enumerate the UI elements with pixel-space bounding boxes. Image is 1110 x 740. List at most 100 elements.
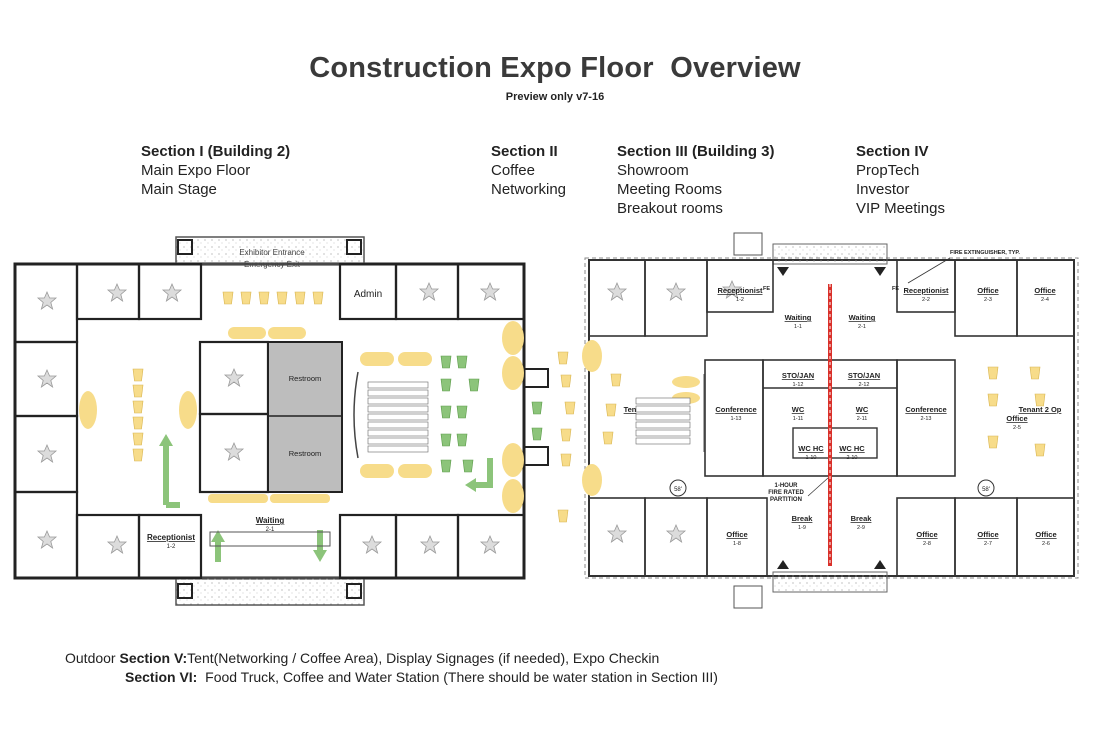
building-3-plan: 58' 58' FIRE EXTINGUISHER, TYP. FE FE Re… <box>582 232 1079 609</box>
section-line: PropTech <box>856 162 920 179</box>
booth-star-icon <box>37 291 57 310</box>
receptionist-number: 1-2 <box>167 544 176 550</box>
booth-star-icon <box>37 530 57 549</box>
room-label: Tenant 2 Op <box>1019 405 1062 414</box>
room-number: 2-5 <box>1013 425 1021 431</box>
room-label: Office <box>977 530 998 539</box>
room-label: Receptionist <box>903 286 949 295</box>
booth-star-icon <box>480 535 500 554</box>
room-number: 1-12 <box>792 382 803 388</box>
admin-label: Admin <box>354 289 382 300</box>
room-number: 2-7 <box>984 541 992 547</box>
section-heading: Section II <box>491 143 558 160</box>
room-number: 2-6 <box>1042 541 1050 547</box>
partition-label: PARTITION <box>770 497 802 503</box>
room-number: 1-10 <box>805 455 816 461</box>
fe-label: FE <box>763 286 770 292</box>
section-heading: Section IV <box>856 143 929 160</box>
audience-seating <box>367 381 429 453</box>
room-label: Waiting <box>785 313 812 322</box>
footer-prefix: Outdoor <box>65 650 120 666</box>
booth-star-icon <box>666 282 686 301</box>
room-label: WC <box>856 405 869 414</box>
footer-line-2: Section VI: Food Truck, Coffee and Water… <box>125 668 718 687</box>
section-line: VIP Meetings <box>856 200 945 217</box>
booth-star-icon <box>107 535 127 554</box>
receptionist-label: Receptionist <box>147 533 195 542</box>
room-label: Conference <box>715 405 756 414</box>
room-number: 1-8 <box>733 541 741 547</box>
booth-star-icon <box>419 282 439 301</box>
room-number: 1-9 <box>798 525 806 531</box>
building-2-plan: Exhibitor Entrance Emergency Exit <box>13 236 549 606</box>
room-number: 2-8 <box>923 541 931 547</box>
section-2-legend: Section II Coffee Networking <box>491 142 566 199</box>
section-1-legend: Section I (Building 2) Main Expo Floor M… <box>141 142 290 199</box>
exit-label: Emergency Exit <box>244 260 301 269</box>
footer-section-6: Section VI: <box>125 669 198 685</box>
room-label: Office <box>977 286 998 295</box>
footer-line-1: Outdoor Section V:Tent(Networking / Coff… <box>65 649 659 668</box>
booth-star-icon <box>224 368 244 387</box>
waiting-number: 2-1 <box>266 527 275 533</box>
dimension-label: 58' <box>982 487 990 493</box>
booth-star-icon <box>37 369 57 388</box>
room-number: 1-13 <box>730 416 741 422</box>
room-number: 2-1 <box>858 324 866 330</box>
booth-star-icon <box>362 535 382 554</box>
room-label: Waiting <box>849 313 876 322</box>
section-line: Main Stage <box>141 181 217 198</box>
partition-label: FIRE RATED <box>768 490 804 496</box>
booth-star-icon <box>162 283 182 302</box>
section-line: Showroom <box>617 162 689 179</box>
room-label: Receptionist <box>717 286 763 295</box>
room-number: 2-4 <box>1041 297 1049 303</box>
restroom-bottom-label: Restroom <box>289 449 322 458</box>
room-label: WC HC <box>798 444 824 453</box>
booth-star-icon <box>480 282 500 301</box>
restroom-top-label: Restroom <box>289 374 322 383</box>
room-number: 1-11 <box>793 416 804 422</box>
section-3-legend: Section III (Building 3) Showroom Meetin… <box>617 142 775 218</box>
dimension-label: 58' <box>674 487 682 493</box>
room-number: 2-2 <box>922 297 930 303</box>
room-number: 2-10 <box>846 455 857 461</box>
footer-text-1: Tent(Networking / Coffee Area), Display … <box>187 650 660 666</box>
booth-star-icon <box>607 524 627 543</box>
entrance-label: Exhibitor Entrance <box>239 248 305 257</box>
room-label: Office <box>1006 414 1027 423</box>
section-4-legend: Section IV PropTech Investor VIP Meeting… <box>856 142 945 218</box>
section-line: Investor <box>856 181 910 198</box>
section-line: Main Expo Floor <box>141 162 251 179</box>
booth-star-icon <box>224 442 244 461</box>
page-subtitle: Preview only v7-16 <box>505 91 605 103</box>
room-label: WC HC <box>839 444 865 453</box>
room-label: STO/JAN <box>782 371 814 380</box>
waiting-label: Waiting <box>256 516 285 525</box>
section-line: Networking <box>491 181 567 198</box>
fe-label: FE <box>892 286 899 292</box>
booth-star-icon <box>607 282 627 301</box>
room-label: Break <box>792 514 814 523</box>
room-label: Conference <box>905 405 946 414</box>
booth-star-icon <box>107 283 127 302</box>
booth-star-icon <box>666 524 686 543</box>
section-heading: Section III (Building 3) <box>617 143 775 160</box>
room-number: 2-11 <box>857 416 868 422</box>
room-label: Ten <box>624 405 637 414</box>
partition-label: 1-HOUR <box>774 483 798 489</box>
room-number: 1-1 <box>794 324 802 330</box>
booth-star-icon <box>37 444 57 463</box>
room-number: 2-9 <box>857 525 865 531</box>
room-label: STO/JAN <box>848 371 880 380</box>
room-label: Break <box>851 514 873 523</box>
room-label: Office <box>1034 286 1055 295</box>
footer-section-5: Section V: <box>119 650 188 666</box>
room-label: WC <box>792 405 805 414</box>
room-number: 2-3 <box>984 297 992 303</box>
room-label: Office <box>726 530 747 539</box>
room-number: 2-12 <box>858 382 869 388</box>
section-line: Meeting Rooms <box>617 181 723 198</box>
room-label: Office <box>916 530 937 539</box>
